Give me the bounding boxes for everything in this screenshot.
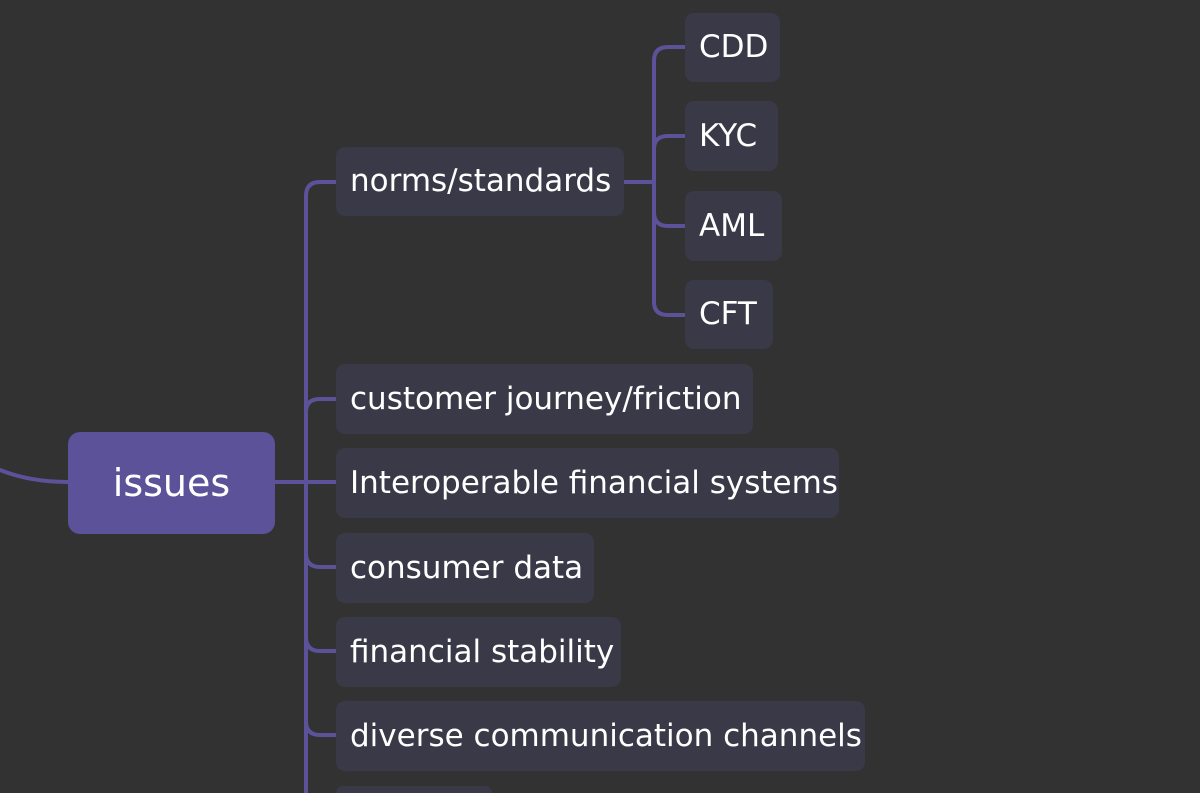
node-cutoff[interactable]	[336, 786, 492, 793]
node-interoperable-financial-systems[interactable]: Interoperable financial systems	[336, 448, 839, 518]
node-label: KYC	[699, 117, 758, 154]
node-cdd[interactable]: CDD	[685, 13, 780, 82]
node-label: AML	[699, 207, 765, 244]
node-kyc[interactable]: KYC	[685, 101, 778, 171]
central-node-issues[interactable]: issues	[68, 432, 275, 534]
link-aml	[652, 210, 687, 228]
node-label: diverse communication channels	[350, 717, 862, 754]
link-kyc	[652, 134, 687, 151]
link-diverse-channels	[304, 719, 338, 737]
node-label: financial stability	[350, 633, 615, 670]
link-financial-stability	[304, 635, 338, 653]
node-diverse-communication-channels[interactable]: diverse communication channels	[336, 701, 865, 771]
node-consumer-data[interactable]: consumer data	[336, 533, 594, 603]
branch-trunk	[304, 180, 322, 793]
node-customer-journey-friction[interactable]: customer journey/friction	[336, 364, 753, 434]
node-norms-standards[interactable]: norms/standards	[336, 147, 624, 216]
link-customer-journey	[304, 397, 338, 414]
node-label: norms/standards	[350, 163, 612, 199]
central-node-label: issues	[112, 461, 231, 505]
node-label: consumer data	[350, 549, 584, 586]
node-financial-stability[interactable]: financial stability	[336, 617, 621, 687]
parent-link	[0, 468, 70, 484]
node-label: customer journey/friction	[350, 380, 742, 417]
node-label: CDD	[699, 29, 769, 65]
node-label: CFT	[699, 296, 757, 332]
norms-subtrunk	[652, 45, 670, 317]
link-consumer-data	[304, 551, 338, 569]
node-label: Interoperable financial systems	[350, 464, 838, 501]
node-aml[interactable]: AML	[685, 191, 782, 261]
node-cft[interactable]: CFT	[685, 280, 773, 349]
